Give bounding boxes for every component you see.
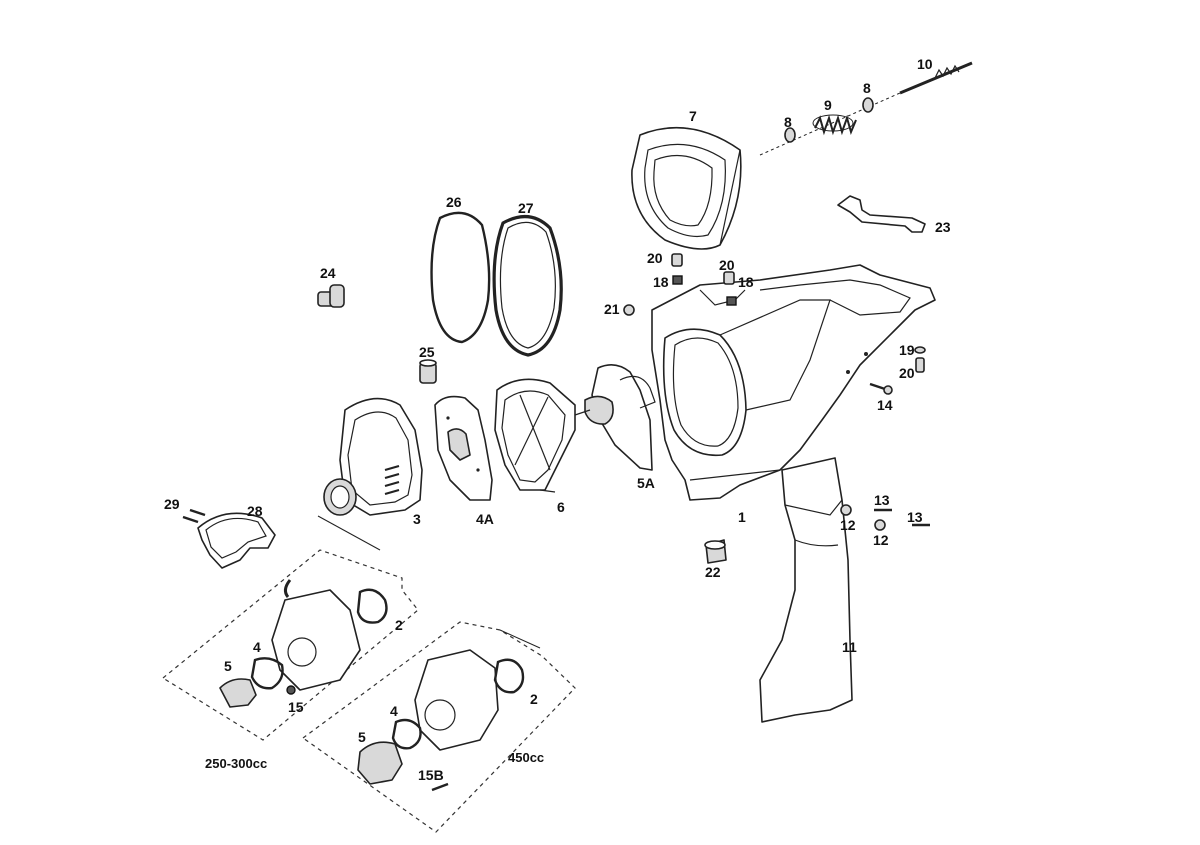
- label-part-15B: 15B: [418, 767, 444, 783]
- label-part-5: 5: [358, 729, 366, 745]
- label-part-5A: 5A: [637, 475, 655, 491]
- part-24-fitting: [317, 284, 345, 308]
- part-26-seal: [430, 211, 491, 344]
- label-part-12: 12: [873, 532, 889, 548]
- label-part-13: 13: [907, 509, 923, 525]
- label-part-20: 20: [899, 365, 915, 381]
- part-1-airbox: [651, 264, 936, 501]
- group-450cc: [301, 621, 576, 833]
- label-part-26: 26: [446, 194, 462, 210]
- label-part-13: 13: [874, 492, 890, 508]
- label-part-18: 18: [653, 274, 669, 290]
- label-group-250-300cc: 250-300cc: [205, 756, 267, 771]
- part-4A-plate: [434, 395, 493, 501]
- label-part-15: 15: [288, 699, 304, 715]
- label-part-8: 8: [863, 80, 871, 96]
- label-part-7: 7: [689, 108, 697, 124]
- part-29-screws: [182, 508, 206, 524]
- part-7-cone: [631, 126, 742, 250]
- label-part-27: 27: [518, 200, 534, 216]
- label-part-21: 21: [604, 301, 620, 317]
- label-part-28: 28: [247, 503, 263, 519]
- label-part-25: 25: [419, 344, 435, 360]
- label-part-20: 20: [647, 250, 663, 266]
- part-5A-plate: [584, 364, 656, 471]
- part-25-sleeve: [419, 359, 437, 384]
- label-part-9: 9: [824, 97, 832, 113]
- part-3-housing: [323, 397, 423, 516]
- label-part-20: 20: [719, 257, 735, 273]
- label-part-12: 12: [840, 517, 856, 533]
- label-part-29: 29: [164, 496, 180, 512]
- label-part-4: 4: [253, 639, 261, 655]
- label-group-450cc: 450cc: [508, 750, 544, 765]
- part-11-mudflap: [759, 457, 853, 723]
- label-part-10: 10: [917, 56, 933, 72]
- label-part-6: 6: [557, 499, 565, 515]
- label-part-23: 23: [935, 219, 951, 235]
- part-27-seal: [492, 215, 563, 357]
- label-part-24: 24: [320, 265, 336, 281]
- part-labels: 1 2 2 3 4 4 4A 5 5 5A 6 7 8 8 9 10 11 12…: [164, 56, 951, 783]
- label-part-5: 5: [224, 658, 232, 674]
- part-9-spring: [812, 114, 857, 136]
- label-part-22: 22: [705, 564, 721, 580]
- part-10-rod: [759, 61, 973, 156]
- label-part-18: 18: [738, 274, 754, 290]
- label-part-3: 3: [413, 511, 421, 527]
- label-part-14: 14: [877, 397, 893, 413]
- label-part-11: 11: [842, 639, 857, 655]
- label-part-2: 2: [530, 691, 538, 707]
- label-part-8: 8: [784, 114, 792, 130]
- label-part-4: 4: [390, 703, 398, 719]
- label-part-4A: 4A: [476, 511, 494, 527]
- small-fasteners: [623, 253, 930, 564]
- part-6-cage: [494, 378, 591, 493]
- part-28-cover: [197, 512, 276, 569]
- label-part-19: 19: [899, 342, 915, 358]
- group-250-300cc: [161, 515, 419, 741]
- label-part-1: 1: [738, 509, 746, 525]
- part-23-bracket: [837, 195, 926, 233]
- label-part-2: 2: [395, 617, 403, 633]
- part-8-washers: [784, 97, 874, 143]
